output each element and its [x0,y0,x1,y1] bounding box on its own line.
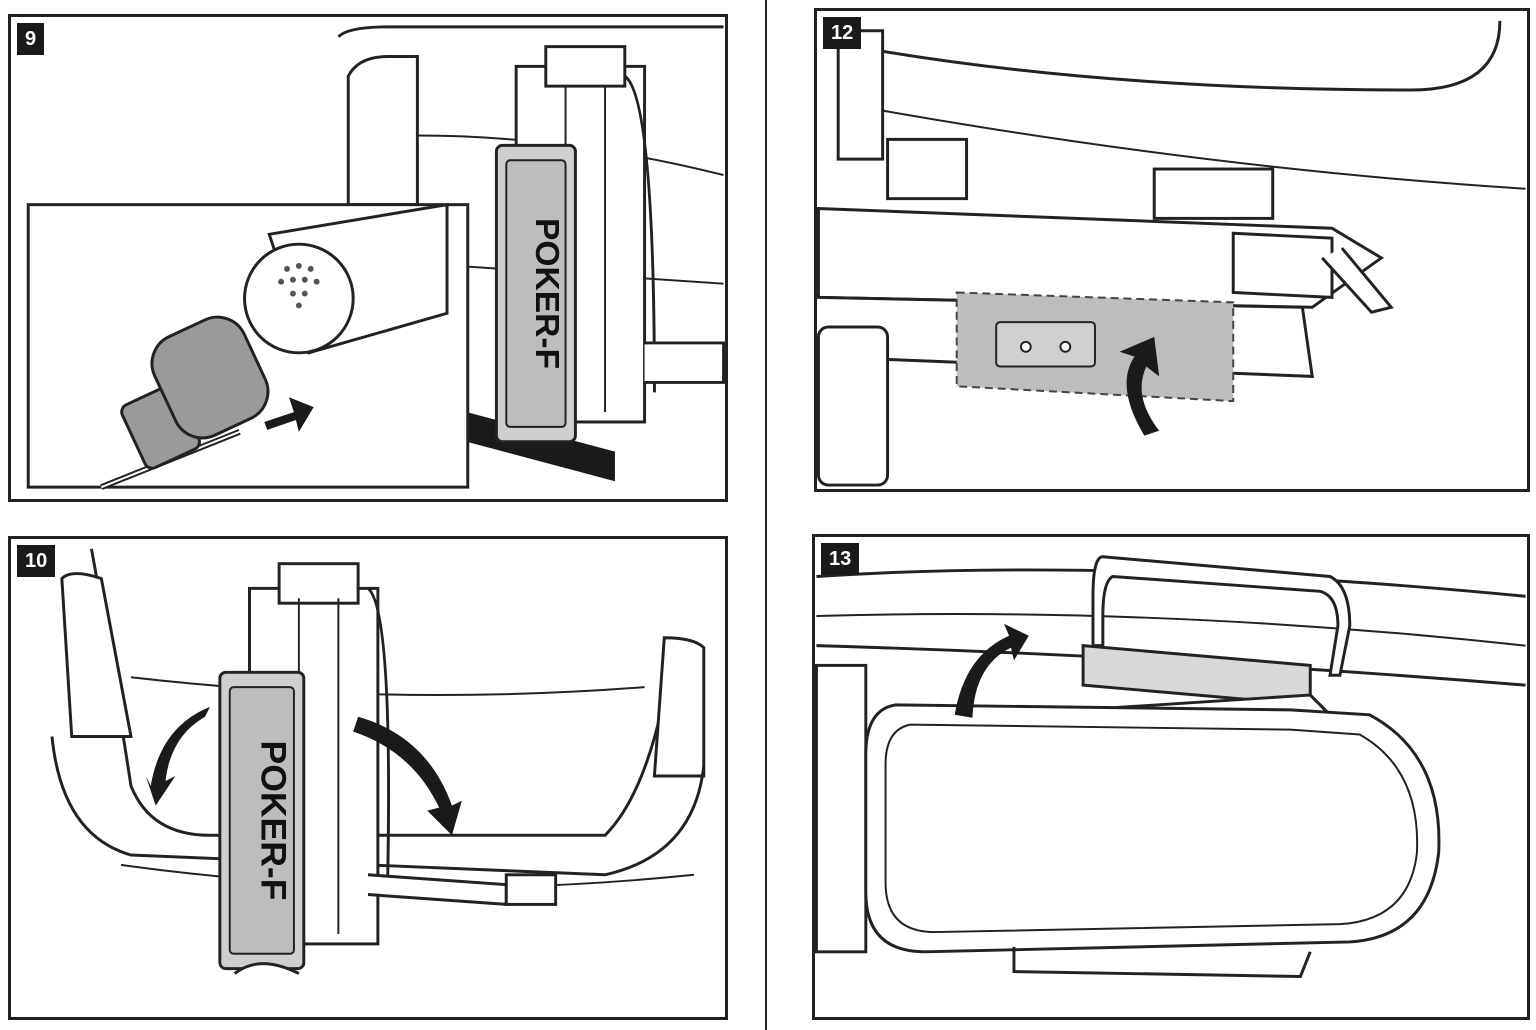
illustration-step-13 [815,555,1526,979]
panel-step-9: POKER-F 9 [8,14,728,502]
step-number: 12 [823,17,862,49]
center-divider [765,0,767,1030]
license-plate-text: POKER-F [528,218,565,369]
step-number: 10 [17,545,56,577]
illustration-step-12 [817,20,1526,487]
panel-step-13: 13 [812,534,1530,1020]
illustration-step-10: POKER-F [50,548,706,975]
illustration-step-9: POKER-F [26,25,725,490]
license-plate-text: POKER-F [253,740,293,900]
step-number: 9 [17,23,45,55]
panel-step-10: POKER-F 10 [8,536,728,1020]
step-number: 13 [821,543,860,575]
panel-step-12: 12 [814,8,1530,492]
